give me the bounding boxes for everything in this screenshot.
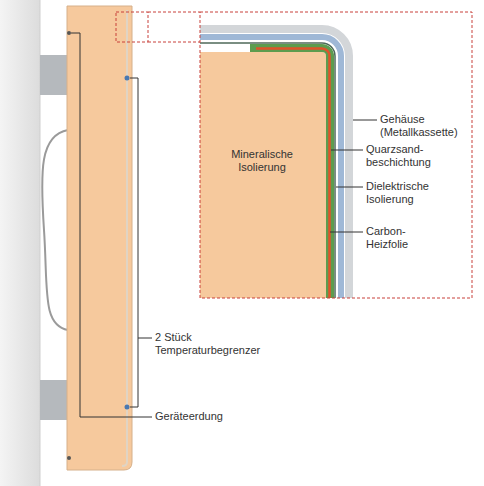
leader-line [336, 187, 363, 188]
housing-metal [200, 37, 341, 298]
leader-bracket [130, 78, 152, 407]
housing-layer [200, 29, 349, 298]
wall [0, 0, 40, 486]
dielectric-layer [200, 43, 335, 298]
heating-panel [67, 6, 132, 470]
temperature-limiter [125, 405, 130, 410]
ground-point [67, 456, 71, 460]
carbon-foil [256, 49, 330, 299]
detail-box [200, 12, 472, 298]
leader-line [71, 33, 152, 417]
mounting-bracket [40, 55, 68, 95]
part-label: Mineralische Isolierung [222, 148, 302, 174]
part-label: Gehäuse (Metallkassette) [380, 113, 472, 139]
part-label: Dielektrische Isolierung [366, 180, 448, 206]
detail-link [148, 12, 200, 13]
leader-line [353, 120, 377, 121]
mounting-bracket [40, 380, 68, 420]
leader-line [331, 150, 363, 151]
part-label: Carbon- Heizfolie [366, 225, 422, 251]
detail-mark [116, 12, 148, 42]
temperature-limiter [125, 76, 130, 81]
part-label: Geräteerdung [155, 410, 275, 423]
part-label: 2 Stück Temperaturbegrenzer [155, 331, 275, 357]
leader-line [330, 232, 363, 233]
part-label: Quarzsand- beschichtung [366, 143, 446, 169]
mineral-insulation [200, 52, 326, 298]
detail-link [148, 42, 200, 43]
detail-box-border [200, 12, 472, 298]
ground-point [67, 31, 71, 35]
power-cable [42, 130, 68, 330]
